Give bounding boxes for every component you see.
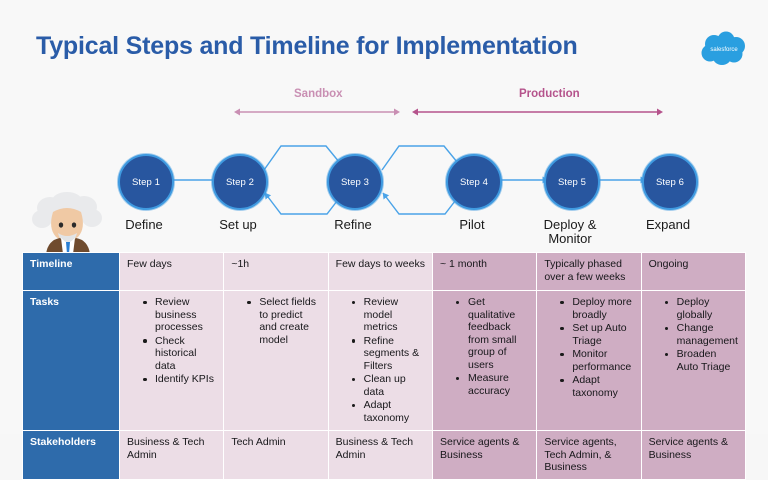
task-item: Broaden Auto Triage	[664, 348, 738, 373]
task-list: Get qualitative feedback from small grou…	[440, 296, 529, 397]
timeline-table: Timeline Few days ~1h Few days to weeks …	[22, 252, 747, 480]
task-item: Monitor performance	[560, 348, 633, 373]
task-item: Clean up data	[351, 373, 425, 398]
svg-text:salesforce: salesforce	[710, 47, 738, 53]
step-badge-label: Step 6	[655, 176, 685, 188]
cell-tasks-4: Get qualitative feedback from small grou…	[431, 290, 538, 431]
phase-arrows	[0, 100, 768, 124]
table-row-stakeholders: Stakeholders Business & Tech Admin Tech …	[22, 430, 747, 480]
cell-text: ~1h	[231, 258, 250, 270]
cell-stakeholders-2: Tech Admin	[223, 430, 329, 480]
step-badge-label: Step 3	[340, 176, 370, 188]
phase-label-production: Production	[519, 88, 580, 100]
cell-timeline-1: Few days	[118, 252, 225, 291]
task-item: Check historical data	[143, 335, 216, 373]
task-item: Change management	[664, 322, 738, 347]
cell-stakeholders-5: Service agents, Tech Admin, & Business	[536, 430, 642, 480]
step-circle-4[interactable]: Step 4	[446, 154, 502, 210]
task-item: Refine segments & Filters	[351, 335, 425, 373]
step-badge-label: Step 1	[131, 176, 161, 188]
slide-canvas: Typical Steps and Timeline for Implement…	[0, 30, 768, 480]
step-circle-5[interactable]: Step 5	[544, 154, 600, 210]
task-item: Review business processes	[143, 296, 216, 334]
step-label-6: Expand	[645, 217, 691, 232]
process-flow: Step 1 Step 2 Step 3 Step 4 Step 5 Step …	[0, 140, 768, 250]
cell-text: Few days	[127, 258, 172, 270]
task-item: Deploy more broadly	[560, 296, 633, 321]
step-label-1: Define	[125, 217, 163, 232]
step-circle-3[interactable]: Step 3	[327, 154, 383, 210]
row-header-timeline: Timeline	[22, 252, 120, 291]
step-circle-6[interactable]: Step 6	[642, 154, 698, 210]
row-header-tasks: Tasks	[22, 290, 120, 431]
cell-text: Service agents & Business	[439, 436, 520, 461]
cell-text: Tech Admin	[231, 436, 286, 448]
step-label-4: Pilot	[459, 217, 485, 232]
cell-stakeholders-1: Business & Tech Admin	[118, 430, 225, 480]
cell-text: Service agents & Business	[648, 436, 729, 461]
phase-label-sandbox: Sandbox	[294, 88, 343, 100]
step-badge-label: Step 2	[225, 176, 255, 188]
task-item: Adapt taxonomy	[351, 399, 425, 424]
task-item: Measure accuracy	[455, 372, 529, 397]
task-item: Review model metrics	[351, 296, 425, 334]
cell-text: Ongoing	[648, 258, 689, 270]
cell-stakeholders-3: Business & Tech Admin	[327, 430, 433, 480]
step-badge-label: Step 4	[459, 176, 489, 188]
cell-text: Service agents, Tech Admin, & Business	[544, 436, 617, 473]
cell-timeline-2: ~1h	[223, 252, 329, 291]
page-title: Typical Steps and Timeline for Implement…	[36, 32, 578, 60]
cell-text: ~ 1 month	[439, 258, 487, 270]
cell-timeline-3: Few days to weeks	[327, 252, 433, 291]
cell-timeline-4: ~ 1 month	[431, 252, 538, 291]
step-circle-1[interactable]: Step 1	[118, 154, 174, 210]
table-row-timeline: Timeline Few days ~1h Few days to weeks …	[22, 252, 747, 291]
step-label-3: Refine	[334, 217, 372, 232]
cell-text: Few days to weeks	[335, 258, 425, 270]
task-list: Select fields to predict and create mode…	[231, 296, 320, 346]
task-item: Adapt taxonomy	[560, 374, 633, 399]
task-item: Deploy globally	[664, 296, 738, 321]
row-header-stakeholders: Stakeholders	[22, 430, 120, 480]
cell-stakeholders-6: Service agents & Business	[640, 430, 747, 480]
cell-timeline-6: Ongoing	[640, 252, 747, 291]
step-label-2: Set up	[219, 217, 257, 232]
task-item: Get qualitative feedback from small grou…	[455, 296, 529, 371]
cell-timeline-5: Typically phased over a few weeks	[536, 252, 642, 291]
cell-text: Business & Tech Admin	[127, 436, 205, 461]
cell-tasks-2: Select fields to predict and create mode…	[223, 290, 329, 431]
step-label-5: Deploy & Monitor	[543, 217, 597, 246]
task-item: Set up Auto Triage	[560, 322, 633, 347]
task-item: Identify KPIs	[143, 373, 216, 386]
step-circle-2[interactable]: Step 2	[212, 154, 268, 210]
einstein-mascot-icon	[28, 192, 106, 254]
cell-text: Business & Tech Admin	[335, 436, 414, 461]
cell-text: Typically phased over a few weeks	[544, 258, 626, 283]
step-badge-label: Step 5	[557, 176, 587, 188]
salesforce-logo-icon: salesforce	[696, 30, 752, 68]
cell-stakeholders-4: Service agents & Business	[431, 430, 538, 480]
task-item: Select fields to predict and create mode…	[247, 296, 320, 346]
